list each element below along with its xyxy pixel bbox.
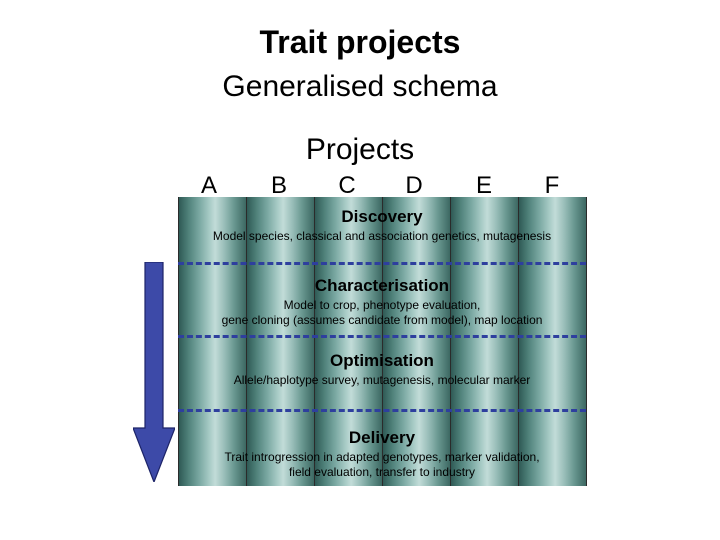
project-letter-c: C — [338, 172, 356, 199]
project-columns — [178, 197, 587, 486]
down-arrow-icon — [133, 262, 175, 482]
project-letters: A B C D E F — [0, 172, 720, 200]
project-column-a — [179, 197, 247, 486]
phase-description: Model to crop, phenotype evaluation, gen… — [221, 298, 543, 327]
project-column-c — [315, 197, 383, 486]
page-title: Trait projects — [259, 24, 461, 60]
page-subtitle: Generalised schema — [222, 70, 498, 103]
phase-discovery: Discovery Model species, classical and a… — [178, 207, 586, 244]
project-letter-f: F — [544, 172, 560, 199]
project-letter-b: B — [270, 172, 287, 199]
project-column-d — [383, 197, 451, 486]
phase-divider — [178, 262, 586, 265]
phase-title: Discovery — [341, 207, 423, 226]
phase-description: Allele/haplotype survey, mutagenesis, mo… — [233, 373, 531, 387]
phase-description: Trait introgression in adapted genotypes… — [224, 450, 540, 479]
project-letter-e: E — [475, 172, 492, 199]
phase-title: Delivery — [348, 428, 416, 447]
phase-title: Characterisation — [314, 276, 450, 295]
phase-delivery: Delivery Trait introgression in adapted … — [178, 428, 586, 480]
phase-description: Model species, classical and association… — [212, 229, 552, 243]
phase-characterisation: Characterisation Model to crop, phenotyp… — [178, 276, 586, 328]
phase-title: Optimisation — [330, 351, 434, 370]
project-letter-d: D — [405, 172, 423, 199]
projects-heading: Projects — [305, 133, 415, 166]
phase-divider — [178, 409, 586, 412]
project-letter-a: A — [200, 172, 217, 199]
phase-optimisation: Optimisation Allele/haplotype survey, mu… — [178, 351, 586, 388]
phase-divider — [178, 335, 586, 338]
project-column-e — [451, 197, 519, 486]
project-column-b — [247, 197, 315, 486]
project-column-f — [519, 197, 587, 486]
